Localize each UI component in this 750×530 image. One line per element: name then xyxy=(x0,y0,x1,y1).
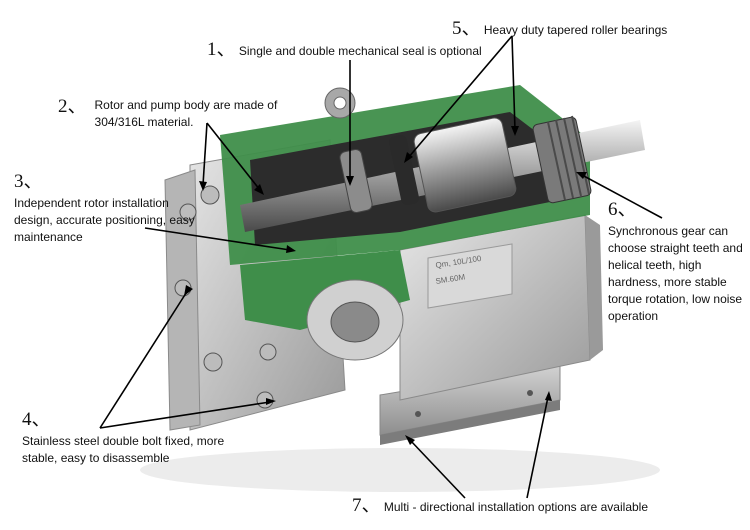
callout-2-number: 2、 xyxy=(58,96,87,117)
callout-7: 7、 Multi - directional installation opti… xyxy=(352,496,648,516)
callout-6-text: Synchronous gear can choose straight tee… xyxy=(608,224,743,323)
callout-3-text: Independent rotor installation design, a… xyxy=(14,196,195,244)
callout-1-number: 1、 xyxy=(207,39,236,60)
callout-5: 5、 Heavy duty tapered roller bearings xyxy=(452,19,667,39)
leader-lines xyxy=(99,35,663,499)
base-bolt-hole xyxy=(415,411,421,417)
callout-7-text: Multi - directional installation options… xyxy=(383,500,648,514)
callout-3: 3、 Independent rotor installation design… xyxy=(14,172,204,246)
callout-4-text: Stainless steel double bolt fixed, more … xyxy=(22,434,225,465)
callout-1-text: Single and double mechanical seal is opt… xyxy=(238,44,482,58)
leader-arrowheads xyxy=(184,126,587,445)
callout-6-number: 6、 xyxy=(608,199,637,220)
rotor-hub xyxy=(330,301,380,343)
nameplate xyxy=(427,243,513,309)
callout-2: 2、 Rotor and pump body are made of 304/3… xyxy=(58,97,288,131)
bearing xyxy=(413,117,517,213)
callout-5-number: 5、 xyxy=(452,18,481,39)
mounting-base-front xyxy=(380,400,560,445)
cover-bolts xyxy=(174,185,277,409)
callout-6: 6、 Synchronous gear can choose straight … xyxy=(608,200,748,325)
callout-5-text: Heavy duty tapered roller bearings xyxy=(483,23,668,37)
callout-2-text: Rotor and pump body are made of 304/316L… xyxy=(94,98,278,129)
base-bolt-hole xyxy=(527,390,533,396)
gear-teeth xyxy=(547,115,590,201)
callout-4: 4、 Stainless steel double bolt fixed, mo… xyxy=(22,410,252,467)
callout-3-number: 3、 xyxy=(14,171,43,192)
callout-7-number: 7、 xyxy=(352,495,381,516)
lifting-eye-hole xyxy=(333,96,347,110)
bearing-ring xyxy=(389,135,419,205)
callout-4-number: 4、 xyxy=(22,409,51,430)
callout-1: 1、 Single and double mechanical seal is … xyxy=(207,40,482,60)
gearbox-housing-right xyxy=(585,215,603,360)
